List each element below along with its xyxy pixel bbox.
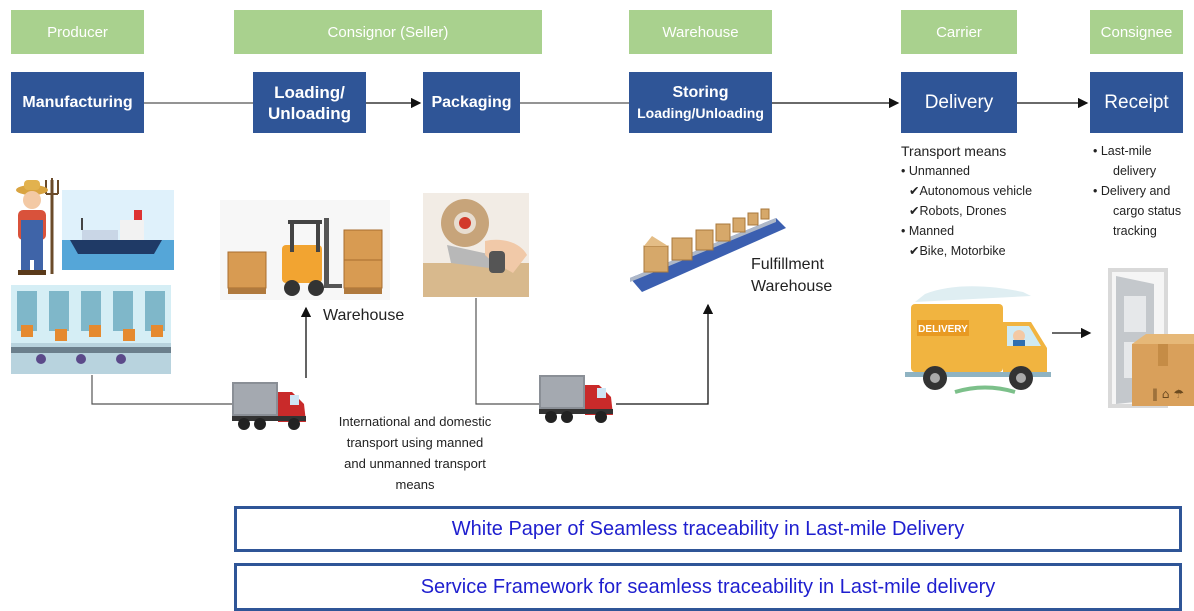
step-delivery: Delivery [901, 72, 1017, 133]
service-framework-banner: Service Framework for seamless traceabil… [234, 563, 1182, 611]
role-producer: Producer [11, 10, 144, 54]
role-consignee: Consignee [1090, 10, 1183, 54]
carrier-note-item: ✔Robots, Drones [909, 204, 1007, 218]
semi-truck-icon [232, 382, 306, 430]
conveyor-boxes-icon [630, 208, 786, 292]
ship-icon [62, 190, 174, 270]
factory-icon [11, 285, 171, 374]
consignee-notes: • Last-mile delivery • Delivery and carg… [1093, 141, 1181, 241]
consignee-note-item: cargo status [1113, 204, 1182, 218]
carrier-notes: Transport means • Unmanned ✔Autonomous v… [901, 141, 1032, 261]
semi-truck-icon [539, 375, 613, 423]
role-consignor: Consignor (Seller) [234, 10, 542, 54]
delivery-van-icon: DELIVERY [905, 286, 1051, 394]
consignee-note-item: • Last-mile [1093, 144, 1152, 158]
door-box-icon: ‖ ⌂ ☂ [1108, 268, 1194, 408]
consignee-note-item: delivery [1113, 164, 1157, 178]
forklift-icon [220, 200, 390, 300]
step-manufacturing: Manufacturing [11, 72, 144, 133]
step-receipt: Receipt [1090, 72, 1183, 133]
farmer-icon [16, 178, 59, 275]
carrier-notes-heading: Transport means [901, 143, 1007, 159]
role-carrier: Carrier [901, 10, 1017, 54]
consignee-note-item: tracking [1113, 224, 1157, 238]
carrier-note-item: • Unmanned [901, 164, 971, 178]
tape-dispenser-icon [423, 193, 529, 297]
svg-text:‖ ⌂ ☂: ‖ ⌂ ☂ [1152, 387, 1184, 401]
transport-note: International and domestic transport usi… [338, 414, 492, 492]
step-packaging: Packaging [423, 72, 520, 133]
carrier-note-item: ✔Autonomous vehicle [909, 184, 1033, 198]
carrier-note-item: ✔Bike, Motorbike [909, 244, 1006, 258]
carrier-note-item: • Manned [901, 224, 955, 238]
step-loading-unloading: Loading/Unloading [253, 72, 366, 133]
role-warehouse: Warehouse [629, 10, 772, 54]
warehouse-label: Warehouse [323, 307, 405, 324]
white-paper-banner: White Paper of Seamless traceability in … [234, 506, 1182, 552]
consignee-note-item: • Delivery and [1093, 184, 1171, 198]
van-label: DELIVERY [918, 324, 968, 335]
fulfillment-warehouse-label: Fulfillment Warehouse [751, 256, 833, 295]
